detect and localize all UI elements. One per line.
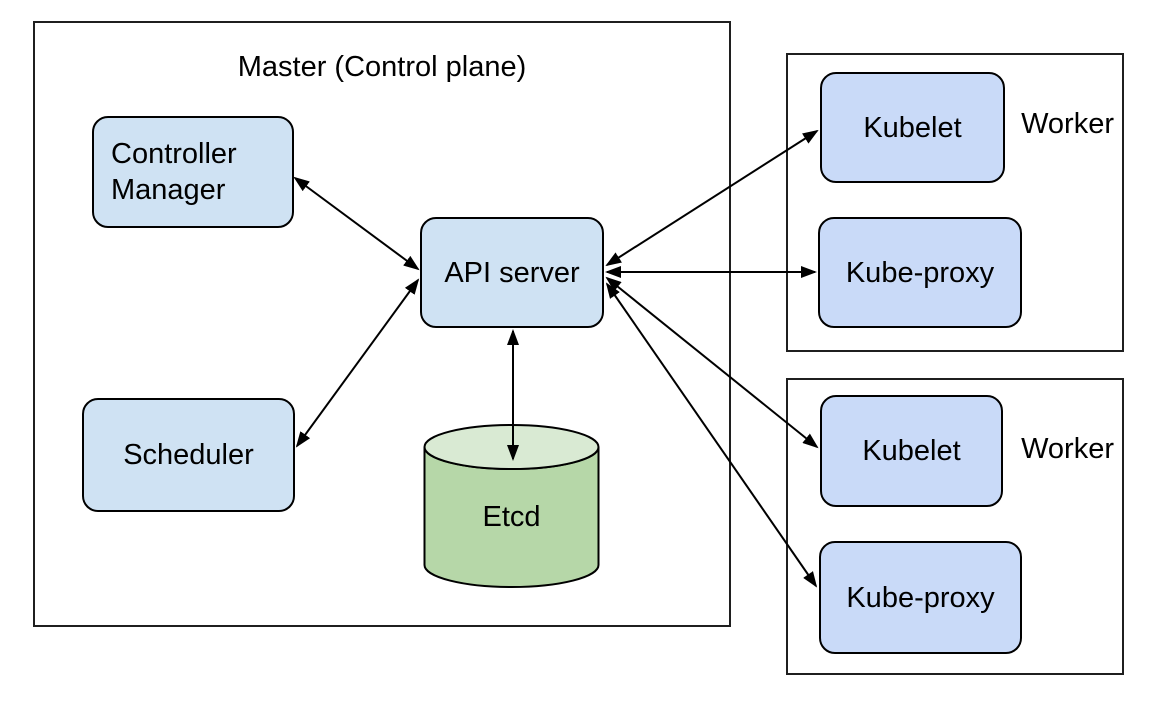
master-title: Master (Control plane)	[237, 51, 527, 83]
kubelet-2-node: Kubelet	[820, 395, 1003, 507]
master-container: Master (Control plane) Controller Manage…	[33, 21, 731, 627]
kubelet-1-node: Kubelet	[820, 72, 1005, 183]
kube-proxy-2-label: Kube-proxy	[846, 581, 995, 614]
kube-proxy-1-label: Kube-proxy	[845, 256, 995, 289]
controller-manager-node: Controller Manager	[92, 116, 294, 228]
scheduler-label: Scheduler	[123, 439, 254, 471]
api-server-node: API server	[420, 217, 604, 328]
worker-2-title: Worker	[1021, 433, 1114, 465]
etcd-label: Etcd	[482, 501, 541, 533]
kube-proxy-1-node: Kube-proxy	[818, 217, 1022, 328]
worker-2-container: Worker Kubelet Kube-proxy	[786, 378, 1124, 675]
kube-proxy-2-node: Kube-proxy	[819, 541, 1022, 654]
controller-manager-label: Controller Manager	[111, 138, 237, 206]
worker-1-container: Worker Kubelet Kube-proxy	[786, 53, 1124, 352]
etcd-node: Etcd	[423, 423, 600, 589]
kubelet-2-label: Kubelet	[862, 435, 961, 467]
worker-1-title: Worker	[1021, 108, 1114, 140]
api-server-label: API server	[444, 256, 580, 289]
kubelet-1-label: Kubelet	[863, 111, 962, 144]
scheduler-node: Scheduler	[82, 398, 295, 512]
